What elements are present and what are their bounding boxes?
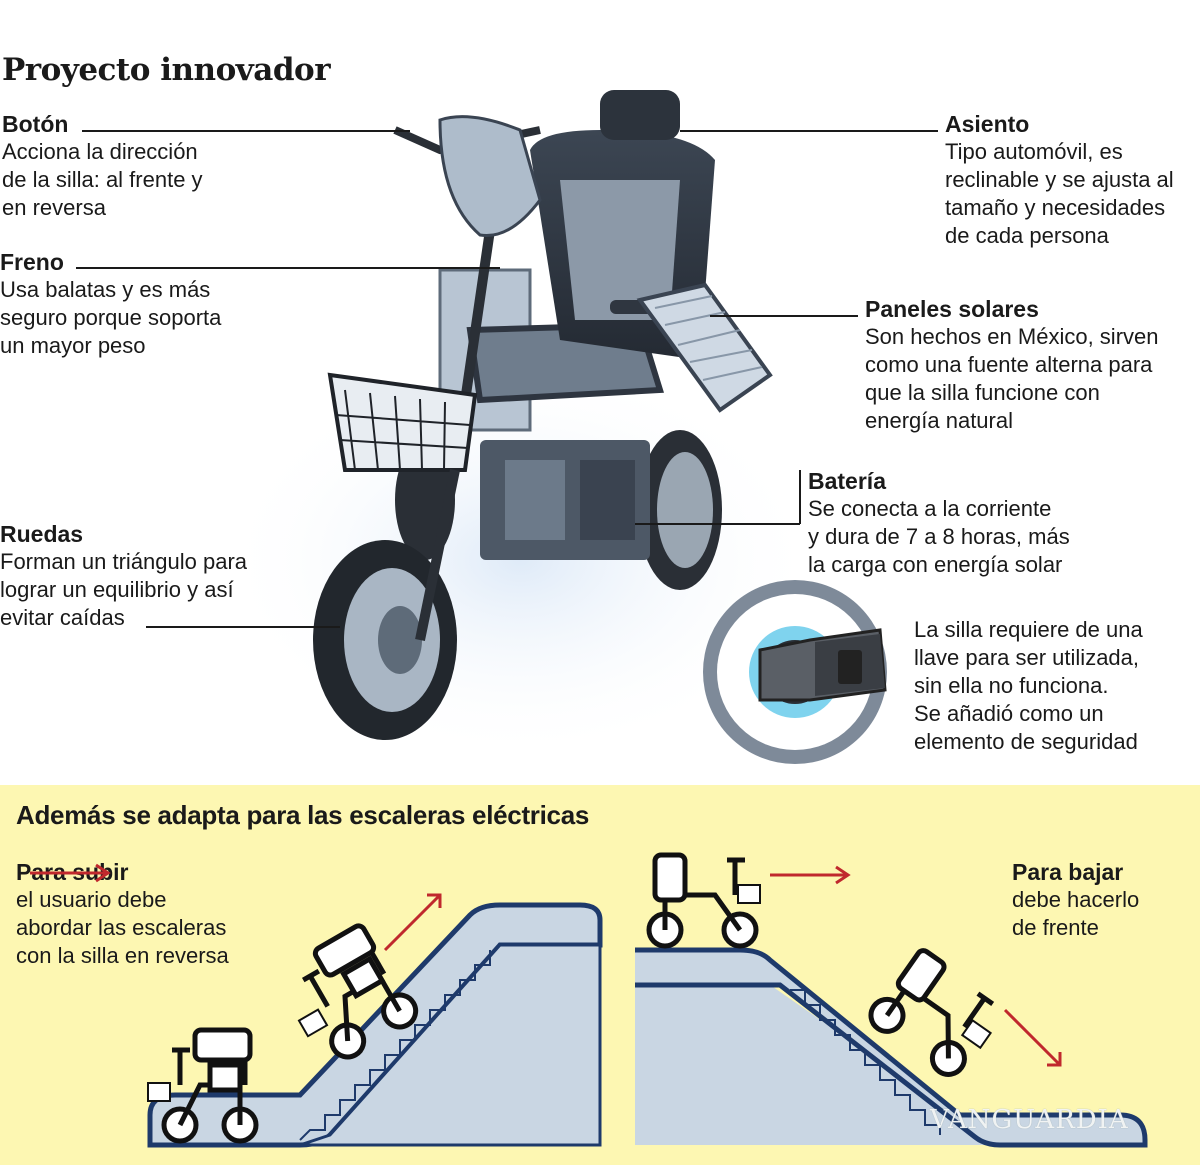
escalator-section-title: Además se adapta para las escaleras eléc…	[16, 800, 590, 830]
label-bajar-text: debe hacerlo de frente	[1012, 887, 1140, 940]
escalator-down	[635, 947, 1148, 1148]
label-paneles: Paneles solares Son hechos en México, si…	[865, 295, 1200, 435]
rear-wheel-right	[638, 430, 722, 590]
label-llave: La silla requiere de una llave para ser …	[914, 616, 1194, 756]
label-asiento-heading: Asiento	[945, 111, 1030, 137]
label-bateria-heading: Batería	[808, 468, 886, 494]
label-paneles-heading: Paneles solares	[865, 296, 1039, 322]
label-boton-heading: Botón	[2, 111, 69, 137]
direction-arrows	[30, 863, 1062, 1067]
arrow-right-icon-2	[770, 865, 851, 885]
solar-panel	[636, 282, 773, 413]
handlebar-cover	[438, 115, 542, 238]
wheelchair-illustration	[76, 90, 938, 764]
escalator-up	[147, 902, 603, 1148]
watermark-logo: VANGUARDIA	[930, 1105, 1129, 1135]
label-subir: Para subir el usuario debe abordar las e…	[16, 858, 296, 970]
label-boton-text: Acciona la dirección de la silla: al fre…	[2, 139, 203, 220]
wheelchair-icon-flat-left	[147, 1027, 259, 1144]
label-subir-text: el usuario debe abordar las escaleras co…	[16, 887, 229, 968]
arrow-right-icon	[30, 863, 111, 883]
label-paneles-text: Son hechos en México, sirven como una fu…	[865, 324, 1159, 433]
escalator-diagrams	[30, 852, 1148, 1148]
label-asiento-text: Tipo automóvil, es reclinable y se ajust…	[945, 139, 1174, 248]
key-icon	[703, 580, 887, 764]
arrow-up-right-icon	[383, 893, 442, 952]
label-boton: Botón Acciona la dirección de la silla: …	[2, 110, 262, 222]
label-bajar-heading: Para bajar	[1012, 859, 1124, 885]
wheelchair-icon-descending	[868, 948, 995, 1077]
label-freno-text: Usa balatas y es más seguro porque sopor…	[0, 277, 222, 358]
label-freno-heading: Freno	[0, 249, 64, 275]
label-bateria-text: Se conecta a la corriente y dura de 7 a …	[808, 496, 1070, 577]
leader-lines	[76, 130, 938, 628]
arrow-down-right-icon	[1003, 1008, 1062, 1067]
page-title: Proyecto innovador	[2, 52, 331, 88]
front-wheel	[313, 540, 457, 740]
label-bajar: Para bajar debe hacerlo de frente	[1012, 858, 1192, 942]
label-asiento: Asiento Tipo automóvil, es reclinable y …	[945, 110, 1200, 250]
label-ruedas-heading: Ruedas	[0, 521, 84, 547]
basket	[327, 372, 478, 472]
headrest	[600, 90, 680, 140]
wheelchair-icon-climbing	[297, 923, 419, 1060]
label-ruedas-text: Forman un triángulo para lograr un equil…	[0, 549, 248, 630]
label-freno: Freno Usa balatas y es más seguro porque…	[0, 248, 280, 360]
label-ruedas: Ruedas Forman un triángulo para lograr u…	[0, 520, 300, 632]
wheelchair-icon-top-right	[646, 852, 761, 949]
label-bateria: Batería Se conecta a la corriente y dura…	[808, 467, 1108, 579]
label-llave-text: La silla requiere de una llave para ser …	[914, 617, 1143, 754]
